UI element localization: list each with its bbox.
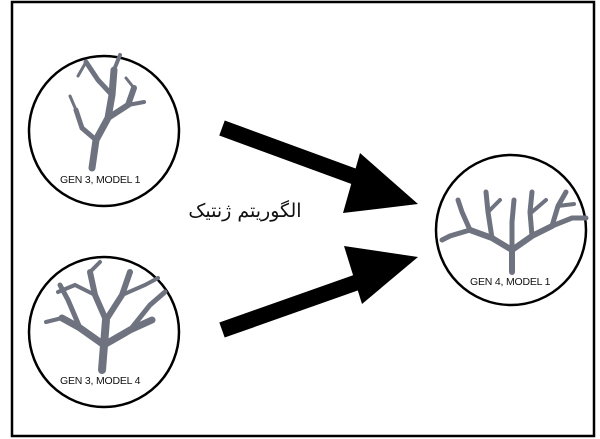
outer-frame <box>10 0 596 438</box>
node-label-gen3-model1: GEN 3, MODEL 1 <box>60 174 141 186</box>
arrow-gen3-model1-to-gen4-model1 <box>219 120 418 213</box>
arrow-gen3-model4-to-gen4-model1 <box>219 246 418 338</box>
branching-plant-icon <box>68 53 146 172</box>
branching-plant-icon <box>44 260 168 374</box>
genetic-algorithm-caption: الگوریتم ژنتیک <box>188 200 302 222</box>
node-label-gen4-model1: GEN 4, MODEL 1 <box>470 276 551 288</box>
branching-plant-icon <box>439 189 589 275</box>
node-gen3-model1 <box>27 53 181 208</box>
node-gen3-model4 <box>27 255 181 409</box>
node-gen4-model1 <box>434 153 589 307</box>
node-label-gen3-model4: GEN 3, MODEL 4 <box>60 375 141 387</box>
